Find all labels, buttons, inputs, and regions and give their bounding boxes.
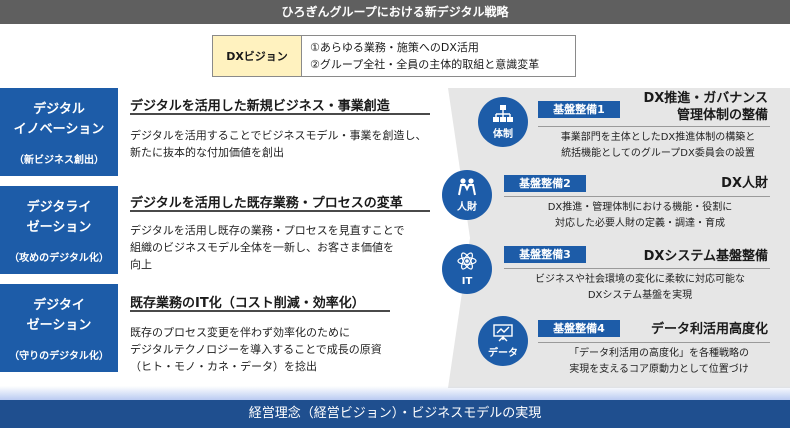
strategy-description: 既存のプロセス変更を伴わず効率化のために デジタルテクノロジーを導入することで成… xyxy=(130,324,450,375)
page-title: ひろぎんグループにおける新デジタル戦略 xyxy=(0,0,790,24)
presentation-icon: データ xyxy=(478,316,528,366)
pillar-description: ビジネスや社会環境の変化に柔軟に対応可能な DXシステム基盤を実現 xyxy=(510,272,770,304)
dx-vision-items: ①あらゆる業務・施策へのDX活用 ②グループ全社・全員の主体的取組と意識変革 xyxy=(302,36,575,76)
circle-label: 人財 xyxy=(457,202,477,213)
circle-label: IT xyxy=(461,276,473,287)
pillar-badge: 基盤整備4 xyxy=(538,320,620,337)
strategy-title-line: デジタル xyxy=(33,102,85,117)
pillar-description: 「データ利活用の高度化」を各種戦略の 実現を支えるコア原動力として位置づけ xyxy=(540,346,778,378)
desc-line: DX推進・管理体制における機能・役割に xyxy=(547,202,733,213)
pillar-description: DX推進・管理体制における機能・役割に 対応した必要人財の定義・調達・育成 xyxy=(510,200,770,232)
heading-underline xyxy=(130,310,390,312)
dx-vision-label: DXビジョン xyxy=(213,36,302,76)
desc-line: 向上 xyxy=(130,258,152,271)
strategy-title-line: デジタイ xyxy=(33,298,85,313)
strategy-subtitle: （新ビジネス創出） xyxy=(14,155,104,166)
pillar-title: DX人財 xyxy=(620,175,768,192)
dx-vision-box: DXビジョン ①あらゆる業務・施策へのDX活用 ②グループ全社・全員の主体的取組… xyxy=(212,35,576,77)
circle-label: 体制 xyxy=(493,129,513,140)
desc-line: 組織のビジネスモデル全体を一新し、お客さま価値を xyxy=(130,241,394,254)
desc-line: デジタルを活用することでビジネスモデル・事業を創造し、 xyxy=(130,129,427,142)
strategy-title: デジタイ ゼーション xyxy=(0,296,118,336)
pillar-title-line: 管理体制の整備 xyxy=(676,108,768,123)
pillar-badge: 基盤整備3 xyxy=(504,246,586,263)
desc-line: 「データ利活用の高度化」を各種戦略の xyxy=(569,348,749,359)
circle-label: データ xyxy=(488,348,518,359)
atom-icon: IT xyxy=(442,244,492,294)
footer-glow xyxy=(0,386,790,400)
pillar-title: DX推進・ガバナンス 管理体制の整備 xyxy=(620,90,768,124)
dx-vision-item: ①あらゆる業務・施策へのDX活用 xyxy=(310,41,479,54)
desc-line: 事業部門を主体としたDX推進体制の構築と xyxy=(560,132,756,143)
desc-line: 新たに抜本的な付加価値を創出 xyxy=(130,146,284,159)
pillar-title: DXシステム基盤整備 xyxy=(600,248,768,265)
strategy-heading: デジタルを活用した既存業務・プロセスの変革 xyxy=(130,196,403,211)
pillar-title-line: DX人財 xyxy=(721,176,768,191)
strategy-subtitle: （攻めのデジタル化） xyxy=(9,253,109,264)
strategy-description: デジタルを活用することでビジネスモデル・事業を創造し、 新たに抜本的な付加価値を… xyxy=(130,127,450,161)
strategy-box-digitalization: デジタライ ゼーション （攻めのデジタル化） xyxy=(0,186,118,274)
strategy-heading: 既存業務のIT化（コスト削減・効率化） xyxy=(130,296,365,311)
pillar-badge: 基盤整備1 xyxy=(538,101,620,118)
strategy-title: デジタル イノベーション xyxy=(0,100,118,140)
pillar-divider xyxy=(538,126,770,127)
heading-underline xyxy=(130,210,430,212)
footer-banner: 経営理念（経営ビジョン）・ビジネスモデルの実現 xyxy=(0,400,790,428)
desc-line: デジタルテクノロジーを導入することで成長の原資 xyxy=(130,343,382,356)
desc-line: 既存のプロセス変更を伴わず効率化のために xyxy=(130,326,350,339)
pillar-divider xyxy=(538,342,770,343)
dx-vision-item: ②グループ全社・全員の主体的取組と意識変革 xyxy=(310,58,540,71)
pillar-title-line: DXシステム基盤整備 xyxy=(643,249,768,264)
strategy-subtitle: （守りのデジタル化） xyxy=(9,351,109,362)
pillar-description: 事業部門を主体としたDX推進体制の構築と 統括機能としてのグループDX委員会の設… xyxy=(538,130,778,162)
pillar-title: データ利活用高度化 xyxy=(624,321,768,338)
desc-line: デジタルを活用し既存の業務・プロセスを見直すことで xyxy=(130,224,405,237)
pillar-divider xyxy=(504,268,770,269)
strategy-title-line: ゼーション xyxy=(26,220,92,235)
pillar-title-line: DX推進・ガバナンス xyxy=(643,91,768,106)
strategy-box-digitization: デジタイ ゼーション （守りのデジタル化） xyxy=(0,284,118,372)
desc-line: 実現を支えるコア原動力として位置づけ xyxy=(569,364,749,375)
org-chart-icon: 体制 xyxy=(478,97,528,147)
heading-underline xyxy=(130,113,430,115)
desc-line: （ヒト・モノ・カネ・データ）を捻出 xyxy=(130,360,317,373)
strategy-title-line: デジタライ xyxy=(26,200,92,215)
desc-line: 統括機能としてのグループDX委員会の設置 xyxy=(561,148,755,159)
strategy-heading: デジタルを活用した新規ビジネス・事業創造 xyxy=(130,99,390,114)
people-icon: 人財 xyxy=(442,170,492,220)
pillar-divider xyxy=(504,196,770,197)
desc-line: DXシステム基盤を実現 xyxy=(587,290,693,301)
pillar-title-line: データ利活用高度化 xyxy=(650,322,768,337)
strategy-title-line: ゼーション xyxy=(26,318,92,333)
desc-line: ビジネスや社会環境の変化に柔軟に対応可能な xyxy=(535,274,745,285)
strategy-title: デジタライ ゼーション xyxy=(0,198,118,238)
strategy-description: デジタルを活用し既存の業務・プロセスを見直すことで 組織のビジネスモデル全体を一… xyxy=(130,222,450,273)
strategy-title-line: イノベーション xyxy=(13,122,105,137)
strategy-box-innovation: デジタル イノベーション （新ビジネス創出） xyxy=(0,88,118,176)
pillar-badge: 基盤整備2 xyxy=(504,175,586,192)
desc-line: 対応した必要人財の定義・調達・育成 xyxy=(555,218,725,229)
